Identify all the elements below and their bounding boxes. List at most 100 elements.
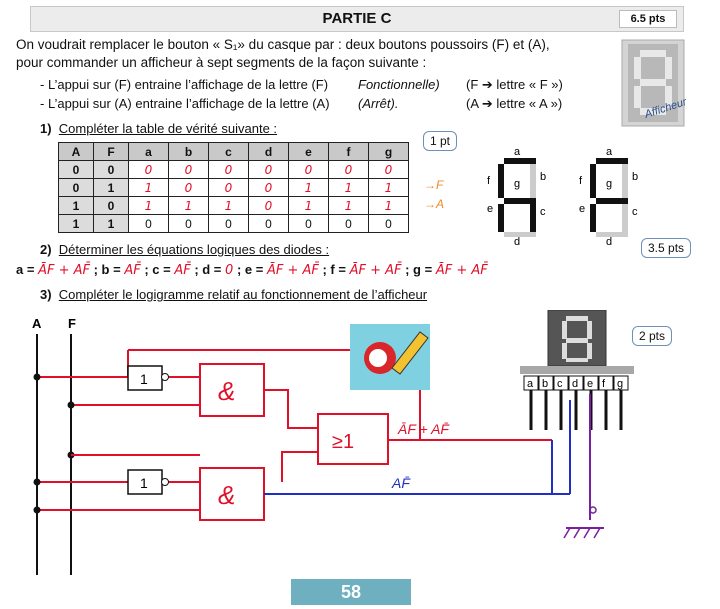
eq-b-value: AF̄ <box>124 263 141 278</box>
truth-table-cell[interactable]: 0 <box>128 214 169 233</box>
ground-symbol <box>563 394 604 539</box>
truth-table-header-b: b <box>168 142 209 161</box>
segment-digit-f: a b c d e f g <box>487 146 546 246</box>
and2-output-label: AF̄ <box>391 475 411 491</box>
not-gate-2: 1 <box>127 469 169 495</box>
truth-table-cell[interactable]: 0 <box>208 160 249 179</box>
logigram: A F 1 1 & & <box>32 310 634 575</box>
pin-label-f: f <box>602 378 606 390</box>
segment-diagrams: a b c d e f g a b c d e f g <box>487 146 638 246</box>
truth-table-cell[interactable]: 1 <box>288 196 329 215</box>
truth-table-cell[interactable]: 1 <box>328 178 369 197</box>
pin-label-b: b <box>542 378 548 390</box>
truth-table-cell: 1 <box>58 196 94 215</box>
truth-table-cell[interactable]: 0 <box>208 178 249 197</box>
input-f-label: F <box>68 316 76 331</box>
truth-table-cell[interactable]: 1 <box>288 178 329 197</box>
truth-table-cell[interactable]: 0 <box>168 160 209 179</box>
question-2-number: 2) <box>40 242 52 257</box>
eq-f-label: ; f = <box>322 262 346 277</box>
seg-label-b-1: b <box>540 171 546 183</box>
truth-table-cell[interactable]: 0 <box>208 214 249 233</box>
eq-a-label: a = <box>16 262 35 277</box>
truth-table-header-e: e <box>288 142 329 161</box>
eq-g-label: ; g = <box>405 262 433 277</box>
eq-g-value: ĀF + AF̄ <box>435 263 488 278</box>
publisher-logo <box>350 324 430 390</box>
question-2: 2) Déterminer les équations logiques des… <box>40 242 329 257</box>
truth-table-cell[interactable]: 0 <box>248 196 289 215</box>
truth-table-cell[interactable]: 0 <box>248 214 289 233</box>
truth-table-cell: 1 <box>93 178 129 197</box>
bullet-1-text: - L’appui sur (F) entraine l’affichage d… <box>40 77 329 92</box>
truth-table-cell[interactable]: 1 <box>128 178 169 197</box>
truth-table-cell[interactable]: 0 <box>288 214 329 233</box>
truth-table-cell[interactable]: 0 <box>248 160 289 179</box>
bullet-2-text: - L’appui sur (A) entraine l’affichage d… <box>40 96 330 111</box>
seg-label-a-2: a <box>606 146 613 158</box>
eq-d-value: 0 <box>225 263 234 278</box>
or-gate-label: ≥1 <box>332 431 354 453</box>
eq-d-label: ; d = <box>194 262 222 277</box>
seven-segment-display-image: Afficheur <box>621 39 689 127</box>
truth-table-cell: 0 <box>58 178 94 197</box>
bullet-1-mapping: (F ➔ lettre « F ») <box>466 77 563 92</box>
eq-f-value: ĀF + AF̄ <box>349 263 402 278</box>
truth-table-cell[interactable]: 0 <box>288 160 329 179</box>
section-points-badge: 6.5 pts <box>619 10 677 28</box>
question-3-points: 2 pts <box>632 326 673 346</box>
truth-table-cell[interactable]: 0 <box>128 160 169 179</box>
question-1: 1) Compléter la table de vérité suivante… <box>40 121 277 136</box>
not-gate-1: 1 <box>127 365 169 391</box>
wire-and2-to-or <box>281 451 318 482</box>
or-output-label: ĀF + AF̄ <box>397 421 450 437</box>
truth-table-header-g: g <box>368 142 409 161</box>
truth-table-cell: 0 <box>58 160 94 179</box>
question-1-number: 1) <box>40 121 52 136</box>
segment-digit-a: a b c d e f g <box>579 146 638 246</box>
truth-table-cell[interactable]: 0 <box>168 178 209 197</box>
truth-table-cell[interactable]: 1 <box>208 196 249 215</box>
section-title: PARTIE C <box>322 10 392 27</box>
equations-line: a = ĀF + AF̄ ; b = AF̄ ; c = AF̄ ; d = 0… <box>16 262 488 278</box>
bullet-1-italic: Fonctionnelle) <box>358 77 440 92</box>
not-gate-1-label: 1 <box>140 371 148 387</box>
bullet-2-italic: (Arrêt). <box>358 96 399 111</box>
truth-table-cell[interactable]: 1 <box>368 178 409 197</box>
truth-table-cell: 1 <box>93 214 129 233</box>
truth-table-cell[interactable]: 1 <box>328 196 369 215</box>
and-gate-2-label: & <box>218 480 235 510</box>
truth-table-header-a: A <box>58 142 94 161</box>
and-gate-2: & <box>199 467 265 521</box>
intro-line-2: pour commander un afficheur à sept segme… <box>16 55 427 70</box>
truth-table-cell[interactable]: 1 <box>368 196 409 215</box>
truth-table-cell[interactable]: 0 <box>328 160 369 179</box>
truth-table-cell[interactable]: 0 <box>368 160 409 179</box>
truth-table-cell[interactable]: 0 <box>248 178 289 197</box>
truth-table-cell[interactable]: 0 <box>328 214 369 233</box>
truth-table-cell[interactable]: 0 <box>168 214 209 233</box>
truth-table-header-d: d <box>248 142 289 161</box>
seg-label-f-1: f <box>487 175 491 187</box>
question-3-number: 3) <box>40 287 52 302</box>
pin-label-d: d <box>572 378 578 390</box>
truth-table-cell[interactable]: 1 <box>128 196 169 215</box>
truth-table-cell[interactable]: 0 <box>368 214 409 233</box>
question-3-text: Compléter le logigramme relatif au fonct… <box>58 287 428 302</box>
truth-table-cell: 1 <box>58 214 94 233</box>
truth-table-cell[interactable]: 1 <box>168 196 209 215</box>
seg-label-e-2: e <box>579 203 585 215</box>
seg-label-c-1: c <box>540 206 546 218</box>
seg-label-a-1: a <box>514 146 521 158</box>
pin-label-a: a <box>527 378 534 390</box>
or-gate: ≥1 <box>317 413 389 465</box>
eq-c-label: ; c = <box>144 262 171 277</box>
intro-line-1: On voudrait remplacer le bouton « S₁» du… <box>16 37 550 52</box>
pin-label-e: e <box>587 378 593 390</box>
input-a-label: A <box>32 316 42 331</box>
